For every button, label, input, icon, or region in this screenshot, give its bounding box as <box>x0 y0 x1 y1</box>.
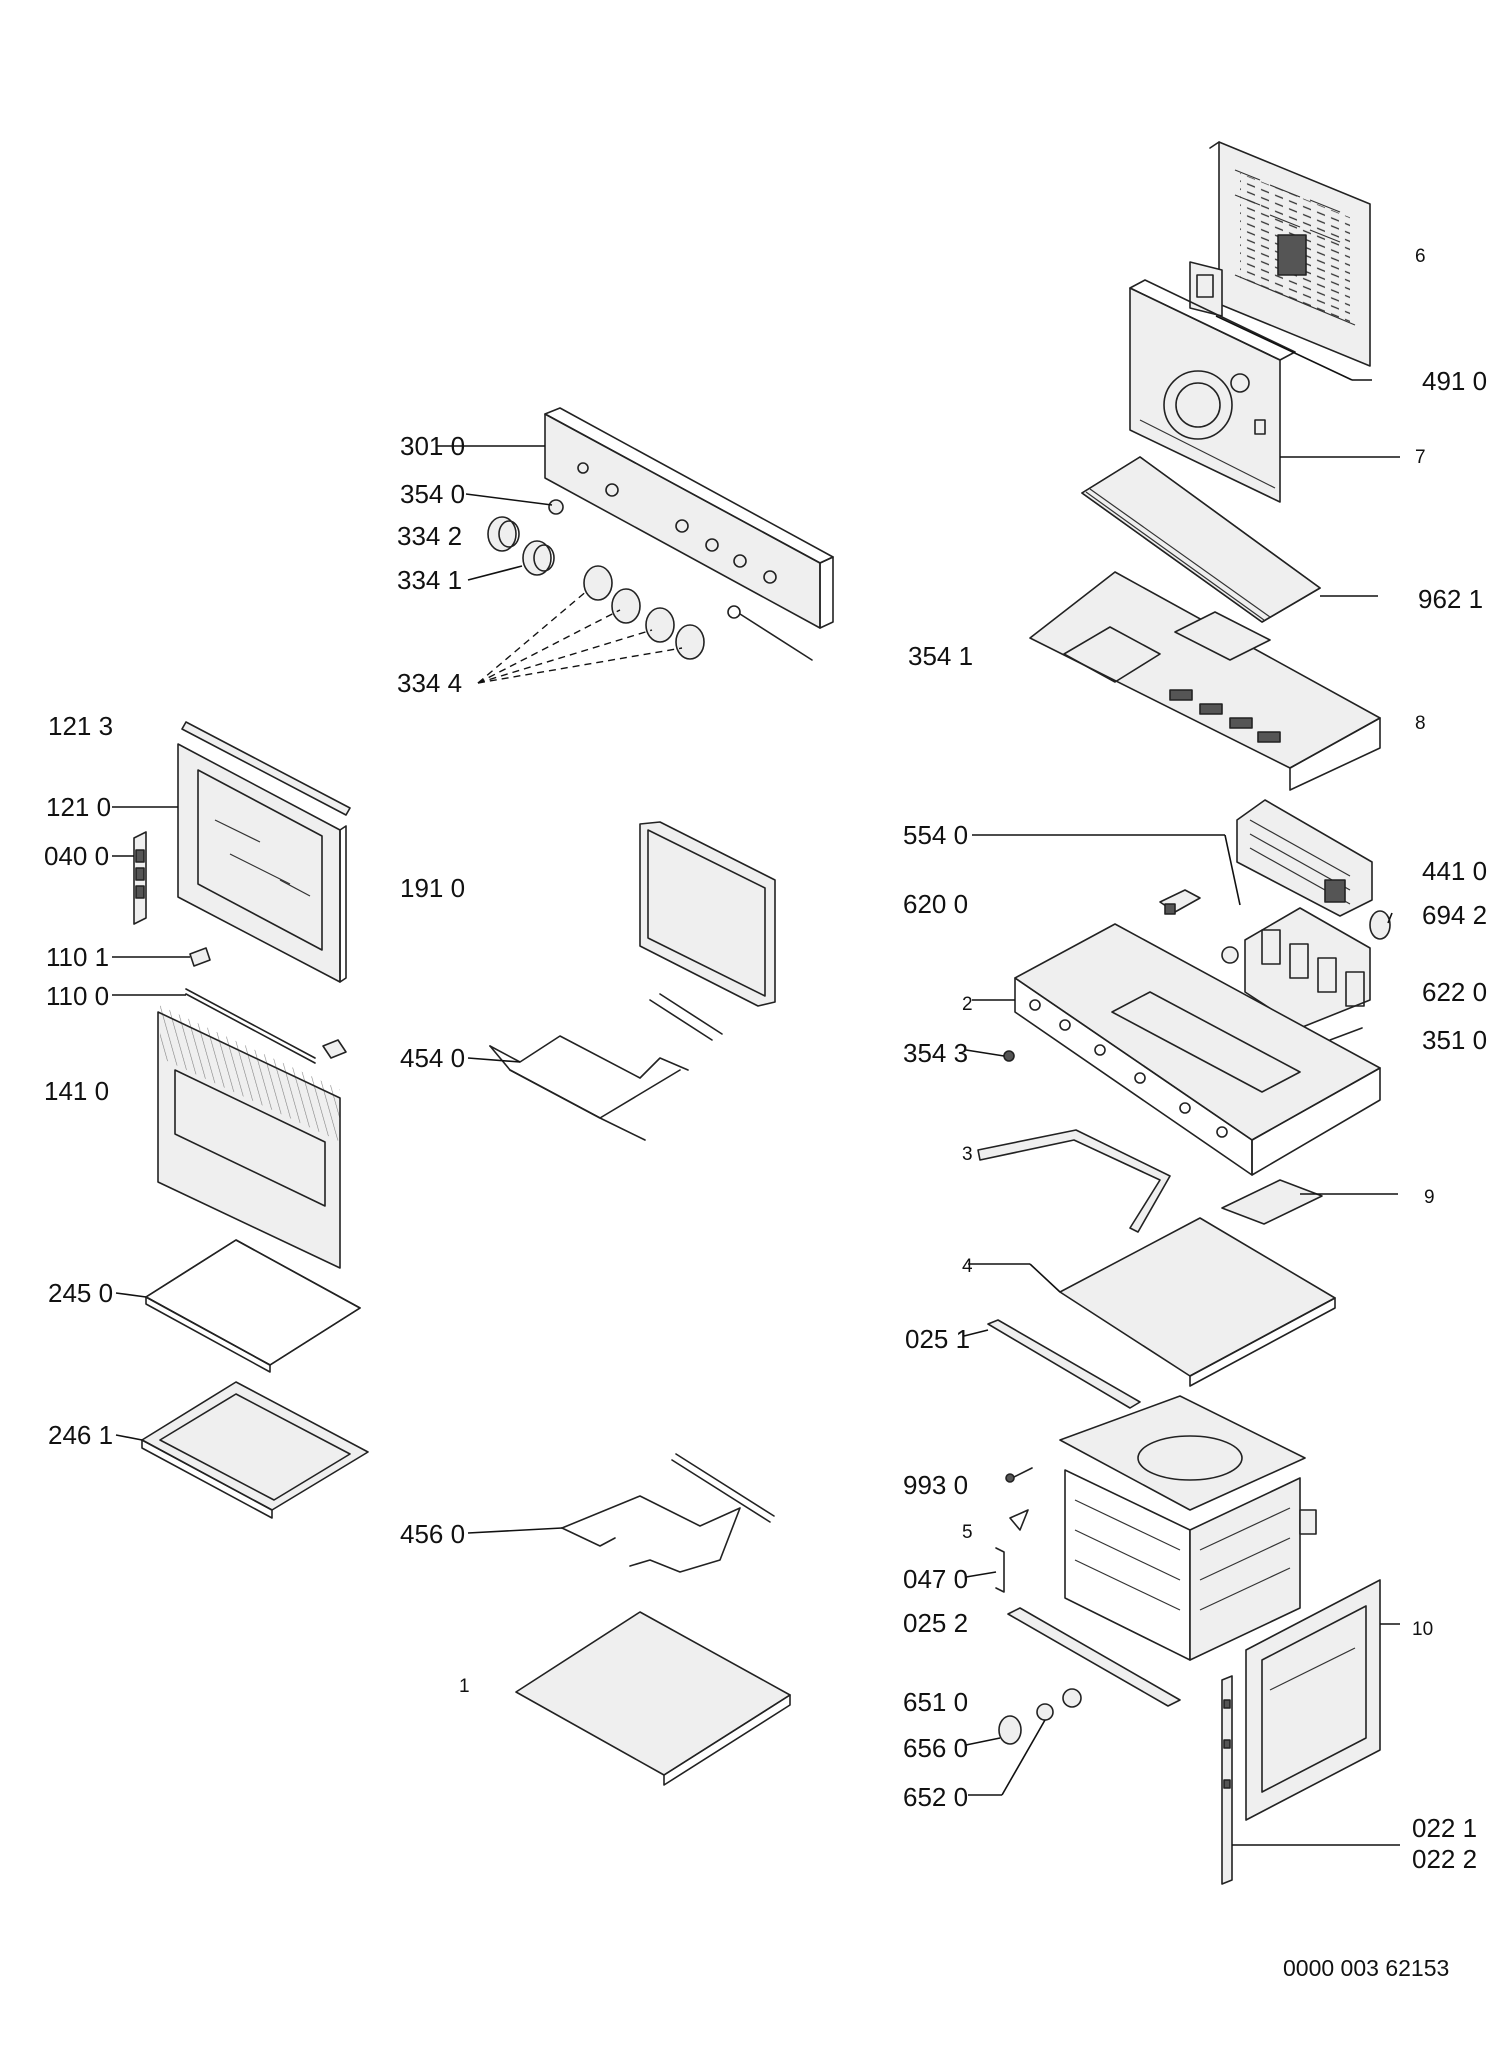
part-fan-plate[interactable] <box>1129 279 1296 503</box>
part-9[interactable] <box>1221 1179 1323 1225</box>
part-knob-334-1[interactable] <box>522 540 555 576</box>
part-vertical-rail[interactable] <box>1221 1675 1233 1885</box>
part-554[interactable] <box>1159 889 1201 915</box>
part-switch-block[interactable] <box>1221 907 1371 1029</box>
label-110-0: 110 0 <box>46 981 109 1011</box>
part-rail-025-1[interactable] <box>987 1319 1141 1409</box>
label-454-0: 454 0 <box>400 1043 465 1073</box>
part-seal-strip[interactable] <box>1081 456 1321 623</box>
label-025-1: 025 1 <box>905 1324 970 1354</box>
part-outer-door[interactable] <box>157 1005 341 1269</box>
label-121-3: 121 3 <box>48 711 113 741</box>
label-962-1: 962 1 <box>1418 584 1483 614</box>
part-top-plate[interactable] <box>1029 571 1381 791</box>
part-hinge[interactable] <box>133 831 147 925</box>
part-screw-354-3[interactable] <box>1003 1050 1015 1062</box>
label-4: 4 <box>962 1256 973 1277</box>
part-side-frame[interactable] <box>1245 1579 1381 1821</box>
label-354-3: 354 3 <box>903 1038 968 1068</box>
part-fan-motor[interactable] <box>1236 799 1373 917</box>
label-022-1: 022 1 <box>1412 1813 1477 1843</box>
part-control-chassis[interactable] <box>1014 923 1381 1176</box>
part-rail-025-2[interactable] <box>1007 1607 1181 1707</box>
label-441-0: 441 0 <box>1422 856 1487 886</box>
label-620-0: 620 0 <box>903 889 968 919</box>
label-040-0: 040 0 <box>44 841 109 871</box>
part-number-labels: 301 0 354 0 334 2 334 1 334 4 121 3 121 … <box>44 246 1487 1874</box>
part-control-panel[interactable] <box>544 407 834 629</box>
part-glass-panel[interactable] <box>639 821 776 1007</box>
part-oven-cavity[interactable] <box>1059 1395 1317 1661</box>
label-8: 8 <box>1415 713 1426 734</box>
label-047-0: 047 0 <box>903 1564 968 1594</box>
part-351[interactable] <box>1329 1027 1363 1041</box>
label-245-0: 245 0 <box>48 1278 113 1308</box>
part-door-rod[interactable] <box>185 988 347 1064</box>
label-334-4: 334 4 <box>397 668 462 698</box>
document-id: 0000 003 62153 <box>1283 1955 1449 1981</box>
label-301-0: 301 0 <box>400 431 465 461</box>
part-grill-element[interactable] <box>489 993 723 1141</box>
part-694[interactable] <box>1369 910 1391 940</box>
label-10: 10 <box>1412 1619 1433 1640</box>
label-491-0: 491 0 <box>1422 366 1487 396</box>
part-baking-tray[interactable] <box>141 1381 369 1519</box>
part-047[interactable] <box>995 1547 1005 1593</box>
leader-lines <box>112 315 1400 1846</box>
part-shelf[interactable] <box>1059 1217 1336 1387</box>
label-652-0: 652 0 <box>903 1782 968 1812</box>
label-334-2: 334 2 <box>397 521 462 551</box>
label-110-1: 110 1 <box>46 942 109 972</box>
part-knob-334-2[interactable] <box>487 516 520 552</box>
label-246-1: 246 1 <box>48 1420 113 1450</box>
label-022-2: 022 2 <box>1412 1844 1477 1874</box>
label-651-0: 651 0 <box>903 1687 968 1717</box>
label-9: 9 <box>1424 1187 1435 1208</box>
part-lower-element[interactable] <box>561 1453 775 1573</box>
part-door-frame[interactable] <box>177 743 347 983</box>
label-025-2: 025 2 <box>903 1608 968 1638</box>
label-354-0: 354 0 <box>400 479 465 509</box>
part-5[interactable] <box>1009 1509 1029 1531</box>
part-bracket[interactable] <box>1189 261 1223 317</box>
label-656-0: 656 0 <box>903 1733 968 1763</box>
label-141-0: 141 0 <box>44 1076 109 1106</box>
label-191-0: 191 0 <box>400 873 465 903</box>
part-lamp-assembly[interactable] <box>998 1688 1082 1745</box>
label-6: 6 <box>1415 246 1426 267</box>
part-door-top-strip[interactable] <box>181 721 351 816</box>
part-screw-993[interactable] <box>1005 1467 1033 1483</box>
part-knobs-334-4[interactable] <box>583 565 813 661</box>
label-121-0: 121 0 <box>46 792 111 822</box>
label-354-1: 354 1 <box>908 641 973 671</box>
part-u-bracket[interactable] <box>977 1129 1171 1233</box>
label-334-1: 334 1 <box>397 565 462 595</box>
label-993-0: 993 0 <box>903 1470 968 1500</box>
part-rear-cover[interactable] <box>1209 141 1371 367</box>
part-door-clip[interactable] <box>189 947 211 967</box>
label-3: 3 <box>962 1144 973 1165</box>
label-694-2: 694 2 <box>1422 900 1487 930</box>
label-5: 5 <box>962 1522 973 1543</box>
label-622-0: 622 0 <box>1422 977 1487 1007</box>
label-554-0: 554 0 <box>903 820 968 850</box>
label-351-0: 351 0 <box>1422 1025 1487 1055</box>
label-2: 2 <box>962 994 973 1015</box>
label-456-0: 456 0 <box>400 1519 465 1549</box>
label-7: 7 <box>1415 447 1426 468</box>
label-1: 1 <box>459 1676 470 1697</box>
part-bottom-plate[interactable] <box>515 1611 791 1786</box>
part-wire-rack[interactable] <box>145 1239 361 1373</box>
part-knob-small[interactable] <box>548 499 564 515</box>
